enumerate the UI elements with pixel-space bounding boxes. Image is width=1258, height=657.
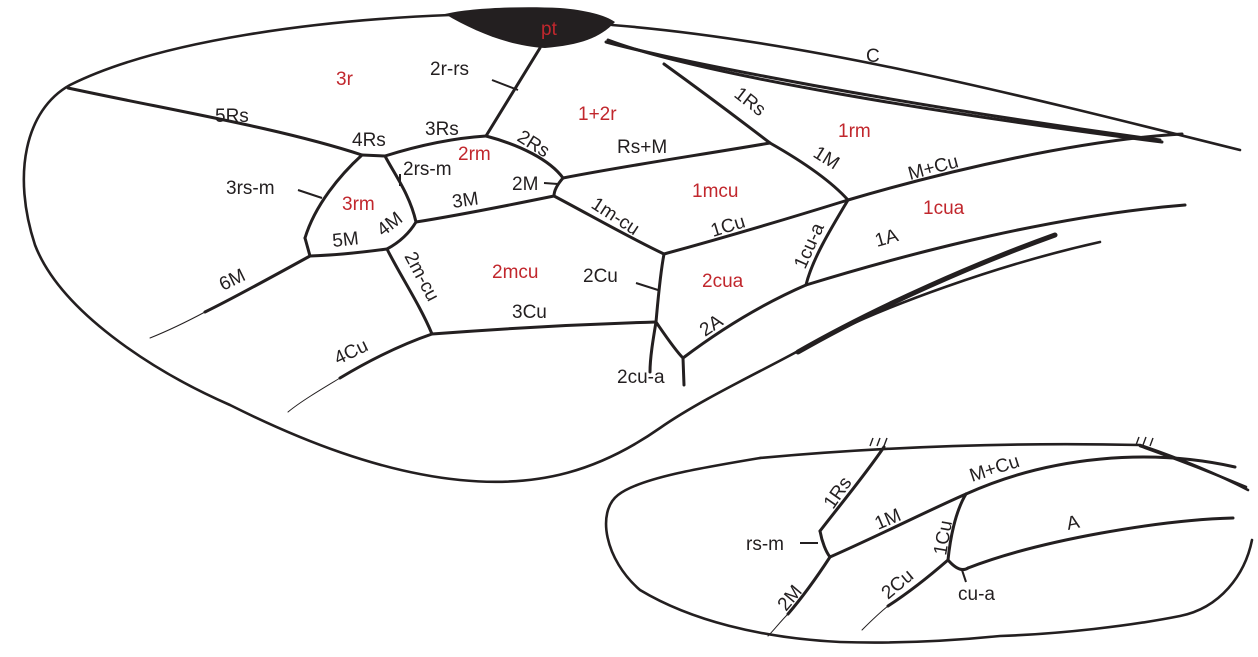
hindwing-outline bbox=[604, 456, 1254, 644]
vein-4Rs bbox=[360, 153, 387, 158]
vein-label-4Rs: 4Rs bbox=[352, 130, 386, 151]
vein-3Cu bbox=[430, 320, 658, 336]
cell-label-1rm: 1rm bbox=[838, 121, 871, 142]
vein-2Cu bbox=[654, 252, 666, 324]
cell-label-2mcu: 2mcu bbox=[492, 262, 538, 283]
vein-label-3Cu: 3Cu bbox=[512, 302, 547, 323]
hw-vein-1Rs bbox=[818, 445, 886, 533]
cell-label-pt: pt bbox=[541, 19, 558, 40]
vein-2r-rs bbox=[484, 46, 542, 138]
vein-2A-anal bbox=[681, 283, 808, 360]
hw-vein-label-2Cu: 2Cu bbox=[878, 565, 918, 603]
cell-label-3rm: 3rm bbox=[342, 194, 375, 215]
vein-1A bbox=[804, 203, 1187, 287]
vein-label-4M: 4M bbox=[373, 208, 407, 241]
leader-2r-rs bbox=[491, 79, 519, 91]
vein-label-1A: 1A bbox=[873, 225, 901, 252]
vein-1M bbox=[768, 141, 850, 202]
hindwing-hamuli-2 bbox=[1135, 436, 1154, 447]
hw-vein-2Cu bbox=[886, 558, 950, 608]
vein-2cu-a-stub bbox=[681, 356, 686, 387]
vein-label-3Rs: 3Rs bbox=[425, 119, 459, 140]
vein-label-C: C bbox=[866, 46, 880, 67]
forewing-subcosta bbox=[604, 40, 1162, 142]
vein-label-2M: 2M bbox=[512, 174, 538, 195]
cell-label-1cua: 1cua bbox=[923, 198, 965, 219]
vein-2M bbox=[552, 176, 565, 198]
vein-1m-cu bbox=[552, 194, 666, 256]
anal-thickening bbox=[795, 232, 1058, 355]
leader-2Cu bbox=[635, 282, 659, 291]
vein-1cu-a bbox=[804, 198, 850, 287]
hw-leader-cu-a bbox=[961, 569, 967, 583]
vein-label-2rs-m: 2rs-m bbox=[403, 159, 452, 180]
vein-label-2cu-a: 2cu-a bbox=[617, 367, 665, 388]
vein-M+Cu bbox=[846, 132, 1184, 202]
hw-vein-1M bbox=[828, 492, 968, 559]
hw-vein-1Cu bbox=[946, 492, 968, 562]
hw-vein-2M bbox=[786, 555, 832, 616]
hw-vein-rs-m bbox=[818, 529, 832, 559]
vein-5Rs bbox=[66, 86, 364, 157]
hw-vein-2M-fade bbox=[767, 613, 789, 637]
vein-4Cu-fade bbox=[287, 377, 341, 413]
hw-vein-label-A: A bbox=[1065, 512, 1082, 535]
vein-6M bbox=[203, 254, 312, 314]
cell-label-1+2r: 1+2r bbox=[578, 104, 617, 125]
vein-label-2Cu: 2Cu bbox=[583, 266, 618, 287]
vein-Rs+M bbox=[561, 141, 772, 180]
cell-label-3r: 3r bbox=[336, 69, 354, 90]
hindwing-apical-edge bbox=[1138, 444, 1248, 489]
vein-1Cu bbox=[662, 198, 850, 256]
leader-3rs-m bbox=[297, 189, 323, 199]
hw-vein-label-1Cu: 1Cu bbox=[930, 519, 957, 557]
vein-label-2m-cu: 2m-cu bbox=[400, 248, 443, 304]
vein-label-Rs+M: Rs+M bbox=[617, 137, 667, 158]
vein-6M-fade bbox=[149, 311, 206, 339]
vein-label-1Cu: 1Cu bbox=[708, 212, 747, 242]
pterostigma bbox=[445, 7, 615, 48]
vein-label-5Rs: 5Rs bbox=[215, 106, 249, 127]
vein-5M bbox=[308, 247, 389, 258]
cell-label-2cua: 2cua bbox=[702, 271, 744, 292]
cell-label-2rm: 2rm bbox=[458, 144, 491, 165]
forewing: pt 3r 1+2r 1rm 2rm 3rm 1mcu 1cua 2mcu 2c… bbox=[22, 7, 1242, 484]
vein-label-1Rs: 1Rs bbox=[730, 83, 770, 120]
vein-label-2Rs: 2Rs bbox=[513, 126, 553, 162]
vein-label-2r-rs: 2r-rs bbox=[430, 59, 469, 80]
hw-vein-M+Cu bbox=[964, 455, 1237, 496]
vein-2A bbox=[654, 320, 685, 360]
forewing-costa bbox=[606, 38, 1164, 144]
vein-3Rs bbox=[383, 134, 488, 158]
hindwing: 1Rs M+Cu 1M 1Cu A rs-m 2M 2Cu cu-a bbox=[604, 436, 1254, 644]
vein-2cu-a bbox=[648, 320, 658, 374]
vein-label-M+Cu: M+Cu bbox=[906, 151, 961, 185]
hw-vein-label-rs-m: rs-m bbox=[746, 534, 784, 555]
vein-3rs-m bbox=[303, 153, 364, 240]
hw-vein-label-1Rs: 1Rs bbox=[820, 473, 857, 513]
hw-vein-2Cu-fade bbox=[861, 605, 889, 631]
vein-2Rs bbox=[484, 134, 565, 180]
leader-2M bbox=[543, 182, 559, 185]
hindwing-hamuli-1 bbox=[869, 437, 888, 447]
hw-vein-label-2M: 2M bbox=[774, 581, 807, 615]
vein-3M bbox=[414, 194, 556, 224]
forewing-costal-edge bbox=[610, 23, 1242, 152]
hw-vein-label-1M: 1M bbox=[872, 505, 905, 535]
cell-label-1mcu: 1mcu bbox=[692, 181, 738, 202]
vein-2rs-m bbox=[383, 154, 418, 224]
vein-4M bbox=[385, 220, 418, 251]
hw-vein-A bbox=[966, 516, 1235, 570]
hw-vein-label-cu-a: cu-a bbox=[958, 584, 995, 605]
vein-label-3M: 3M bbox=[451, 188, 480, 212]
vein-3rm-lower bbox=[303, 236, 312, 258]
vein-label-3rs-m: 3rs-m bbox=[226, 178, 275, 199]
vein-4Cu bbox=[338, 332, 434, 380]
vein-label-2A: 2A bbox=[696, 311, 727, 342]
hw-vein-cu-a bbox=[946, 558, 970, 572]
vein-label-5M: 5M bbox=[331, 228, 359, 252]
vein-1Rs bbox=[662, 62, 772, 145]
vein-2m-cu bbox=[385, 247, 434, 336]
